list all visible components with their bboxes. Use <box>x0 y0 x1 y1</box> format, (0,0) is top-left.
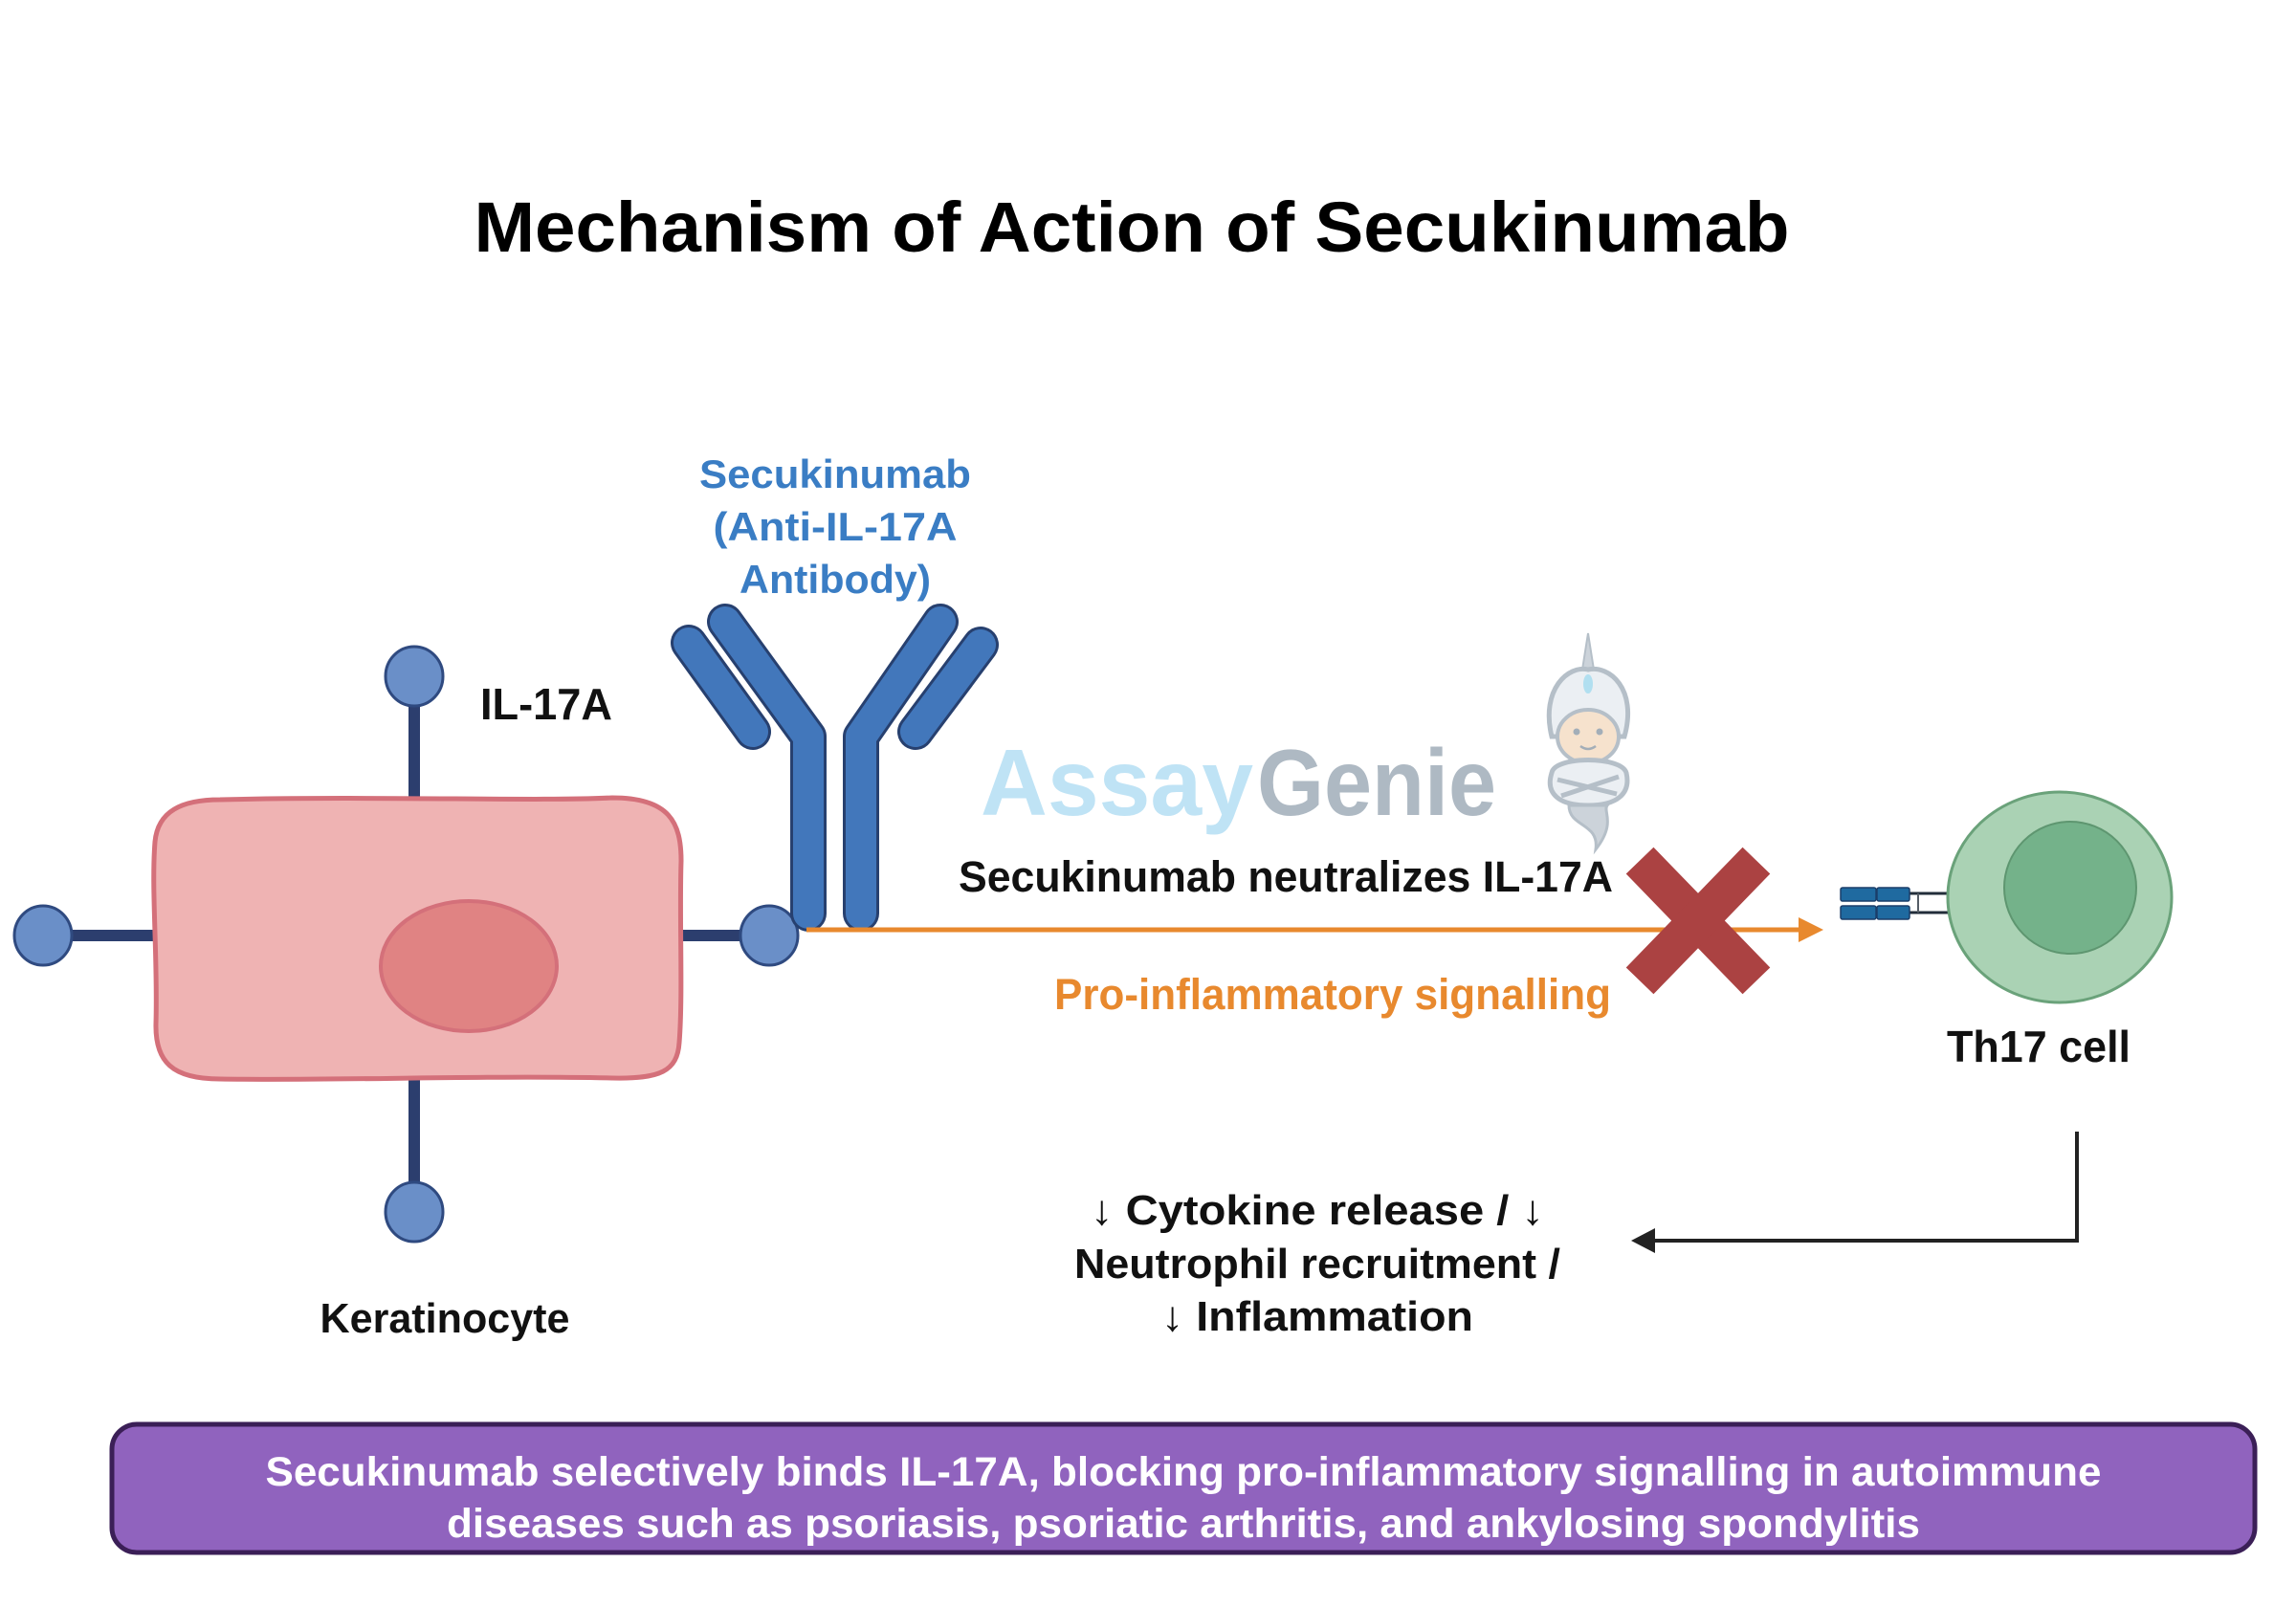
signalling-label: Pro-inflammatory signalling <box>1054 970 1611 1019</box>
outcome-line-2: Neutrophil recruitment / <box>1074 1241 1560 1288</box>
il17a-stalks <box>69 703 746 1186</box>
antibody-label-line-3: Antibody) <box>740 557 931 602</box>
antibody-label-line-2: (Anti-IL-17A <box>714 504 958 549</box>
il17a-ligand-bottom <box>384 1180 445 1244</box>
signalling-arrowhead <box>1799 917 1823 942</box>
il17a-label: IL-17A <box>480 679 612 729</box>
keratinocyte-label: Keratinocyte <box>320 1295 570 1342</box>
il17a-ligands <box>12 645 800 1244</box>
watermark-genie-text: Genie <box>1257 730 1496 835</box>
antibody-label-line-1: Secukinumab <box>699 451 971 496</box>
outcome-line-3: ↓ Inflammation <box>1161 1293 1473 1340</box>
summary-line-1: Secukinumab selectively binds IL-17A, bl… <box>266 1449 2102 1495</box>
summary-line-2: diseases such as psoriasis, psoriatic ar… <box>447 1501 1920 1547</box>
signalling-arrow <box>806 917 1823 942</box>
neutralizes-label: Secukinumab neutralizes IL-17A <box>959 852 1613 901</box>
th17-label: Th17 cell <box>1947 1022 2130 1071</box>
genie-mascot-icon <box>1546 632 1631 855</box>
il17-receptor-icon <box>1840 887 1952 920</box>
il17a-ligand-top <box>384 645 445 708</box>
th17-nucleus <box>2003 821 2137 955</box>
diagram-title: Mechanism of Action of Secukinumab <box>475 187 1790 267</box>
blocked-x-icon <box>1625 847 1771 995</box>
watermark-assay-text: Assay <box>981 730 1253 835</box>
feedback-arrowhead <box>1631 1228 1655 1253</box>
il17a-ligand-right <box>739 904 800 967</box>
outcome-line-1: ↓ Cytokine release / ↓ <box>1091 1187 1544 1234</box>
assaygenie-watermark: Assay Genie <box>981 632 1631 855</box>
summary-box: Secukinumab selectively binds IL-17A, bl… <box>109 1421 2258 1555</box>
keratinocyte-nucleus <box>379 899 559 1033</box>
secukinumab-antibody-icon <box>671 604 999 932</box>
feedback-arrow <box>1631 1132 2079 1253</box>
il17a-ligand-left <box>12 904 74 967</box>
